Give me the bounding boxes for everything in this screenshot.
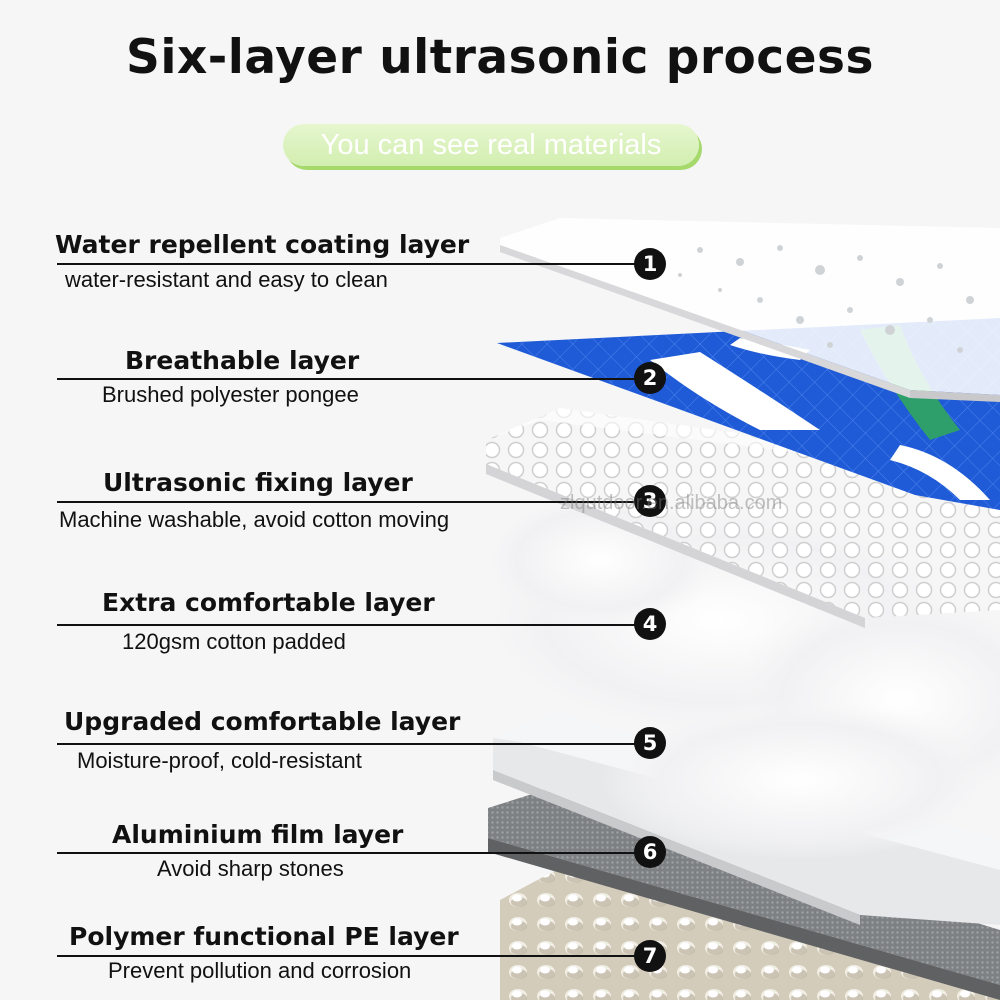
layer-4-number-badge: 4 — [634, 608, 666, 640]
layer-7-title: Polymer functional PE layer — [69, 922, 459, 951]
layer-5-number-badge: 5 — [634, 727, 666, 759]
water-layer-shape — [500, 218, 1000, 402]
layer-5-title: Upgraded comfortable layer — [64, 707, 461, 736]
layer-6-description: Avoid sharp stones — [157, 856, 344, 881]
layer-2-number-badge: 2 — [634, 362, 666, 394]
subtitle-pill: You can see real materials — [283, 124, 699, 166]
pe-layer-shape — [500, 860, 1000, 1000]
layer-3-number-badge: 3 — [634, 485, 666, 517]
layer-3-description: Machine washable, avoid cotton moving — [59, 507, 450, 532]
page-title: Six-layer ultrasonic process — [125, 30, 874, 85]
aluminium-layer-shape — [488, 790, 1000, 1000]
layer-2-leader-line — [57, 378, 637, 380]
watermark-text: zlqutdoor.en.alibaba.com — [560, 492, 783, 514]
layer-7-number-badge: 7 — [634, 940, 666, 972]
layer-3-leader-line — [57, 501, 637, 503]
layer-6-leader-line — [57, 852, 637, 854]
layer-6-title: Aluminium film layer — [112, 820, 404, 849]
layer-2-title: Breathable layer — [125, 346, 360, 375]
layer-6-number-badge: 6 — [634, 836, 666, 868]
layer-2-description: Brushed polyester pongee — [102, 382, 359, 407]
layer-4-description: 120gsm cotton padded — [122, 629, 346, 654]
layer-1-number-badge: 1 — [634, 248, 666, 280]
layer-4-leader-line — [57, 624, 637, 626]
layer-7-leader-line — [57, 955, 637, 957]
layer-1-description: water-resistant and easy to clean — [65, 267, 388, 292]
layer-1-title: Water repellent coating layer — [55, 230, 470, 259]
cotton-layer-shape — [470, 490, 1000, 860]
layer-3-title: Ultrasonic fixing layer — [103, 468, 413, 497]
layer-4-title: Extra comfortable layer — [102, 588, 435, 617]
layer-5-leader-line — [57, 743, 637, 745]
layer-7-description: Prevent pollution and corrosion — [108, 958, 412, 983]
layer-1-leader-line — [57, 263, 637, 265]
layer-5-description: Moisture-proof, cold-resistant — [77, 748, 362, 773]
